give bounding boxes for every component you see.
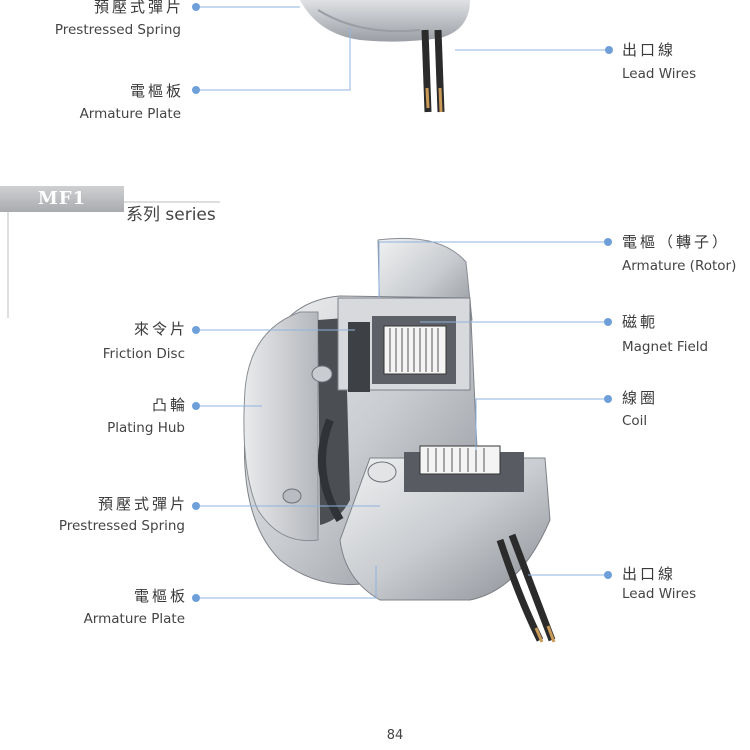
magnet-field-label-en: Magnet Field [622,339,709,355]
top-armature-label-en: Armature Plate [79,106,181,122]
series-tab: MF1 [0,186,124,212]
armature-plate-label-zh: 電樞板 [133,587,188,605]
armature-plate-label-en: Armature Plate [83,611,185,627]
top-lead-dot [605,46,613,54]
friction-disc-label-zh: 來令片 [133,320,188,338]
friction-disc-label-en: Friction Disc [102,346,185,362]
top-lead-label-en: Lead Wires [622,66,697,82]
magnet-field-label-zh: 磁軛 [622,313,659,331]
top-spring-label-zh: 預壓式彈片 [93,0,184,16]
armature-plate-dot [192,594,200,602]
coil-dot [604,395,612,403]
leader-lines [200,241,606,599]
top-lead-label-zh: 出口線 [622,41,677,59]
plating-hub-dot [192,402,200,410]
plating-hub-label-en: Plating Hub [107,420,185,436]
plating-hub-label-zh: 凸輪 [151,396,188,414]
top-armature-dot [192,86,200,94]
page-number: 84 [386,728,404,743]
friction-disc-dot [192,326,200,334]
top-product-illustration [300,0,470,113]
series-label: 系列 series [126,205,216,225]
top-spring-dot [192,3,200,11]
armature-rotor-label-en: Armature (Rotor) [622,258,737,274]
coil-label-en: Coil [622,413,648,429]
top-spring-label-en: Prestressed Spring [54,22,181,38]
magnet-field-dot [604,318,612,326]
armature-rotor-label-zh: 電樞（轉子） [622,233,731,251]
prestressed-spring-label-zh: 預壓式彈片 [97,495,188,513]
prestressed-spring-dot [192,502,200,510]
lead-wires-label-en: Lead Wires [622,586,697,602]
top-armature-label-zh: 電樞板 [129,82,184,100]
lead-wires-dot [604,571,612,579]
lead-wires-label-zh: 出口線 [622,565,677,583]
armature-rotor-dot [604,238,612,246]
series-tab-lines [7,201,220,318]
top-leader-lines [198,6,607,91]
mf1-product-illustration [243,237,556,643]
coil-label-zh: 線圈 [622,389,659,407]
prestressed-spring-label-en: Prestressed Spring [58,518,185,534]
